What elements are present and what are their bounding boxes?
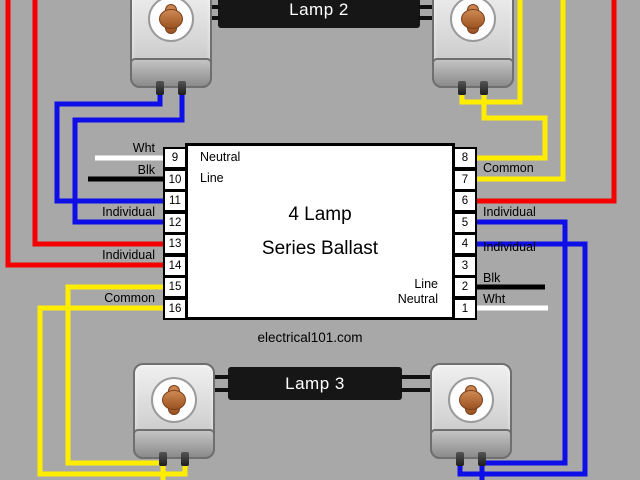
terminal-11: 11 xyxy=(163,190,187,212)
socket-contact-icon xyxy=(165,4,177,34)
website-caption: electrical101.com xyxy=(257,330,363,345)
ballast-title-line2: Series Ballast xyxy=(261,238,379,259)
ballast-label-neutral-bottom: Neutral xyxy=(397,292,438,306)
holder-pin-left xyxy=(156,81,164,95)
wire-label-individual-7: Individual xyxy=(483,240,536,254)
wire-blue-individual-right-2 xyxy=(457,241,588,477)
lamp3-pin-right-2 xyxy=(400,388,432,392)
lamp3-pin-right-1 xyxy=(400,375,432,379)
terminal-12: 12 xyxy=(163,211,187,234)
lamp2-pin-right-2 xyxy=(418,16,434,20)
lampholder-top-left xyxy=(130,0,212,95)
ballast-box: 4 Lamp Series Ballast Neutral Line Line … xyxy=(185,143,455,320)
lampholder-bottom-right xyxy=(430,363,512,466)
lamp3-label: Lamp 3 xyxy=(285,373,345,393)
holder-pin-left xyxy=(458,81,466,95)
lampholder-top-right xyxy=(432,0,514,95)
holder-base xyxy=(432,58,514,88)
ballast-label-neutral-top: Neutral xyxy=(200,150,241,164)
lamp2-pin-left-1 xyxy=(208,5,220,9)
terminal-4: 4 xyxy=(453,233,477,255)
wire-yellow-common-right-2 xyxy=(472,88,548,161)
lampholder-bottom-left xyxy=(133,363,215,466)
holder-pin-left xyxy=(456,452,464,466)
terminal-15: 15 xyxy=(163,276,187,298)
wire-label-wht-9: Wht xyxy=(483,292,506,306)
holder-base xyxy=(133,429,215,459)
lamp2-pin-left-2 xyxy=(208,16,220,20)
socket-contact-icon xyxy=(467,4,479,34)
socket-circle xyxy=(448,377,494,423)
wire-blue-individual-left-1 xyxy=(54,88,164,204)
wire-label-wht-0: Wht xyxy=(132,141,155,155)
lamp3-pin-left-1 xyxy=(213,375,230,379)
holder-pin-right xyxy=(181,452,189,466)
lamp2-pin-right-1 xyxy=(418,5,434,9)
socket-circle xyxy=(151,377,197,423)
lamp3-pin-left-2 xyxy=(213,388,230,392)
ballast-label-line-top: Line xyxy=(200,171,224,185)
socket-circle xyxy=(148,0,194,42)
terminal-8: 8 xyxy=(453,147,477,169)
wire-label-individual-6: Individual xyxy=(483,205,536,219)
holder-base xyxy=(430,429,512,459)
socket-contact-icon xyxy=(168,385,180,415)
wire-blue-individual-left-2 xyxy=(72,88,185,225)
holder-pin-left xyxy=(159,452,167,466)
holder-pin-right xyxy=(478,452,486,466)
terminal-2: 2 xyxy=(453,276,477,298)
wire-yellow-common-right-3 xyxy=(472,0,566,182)
terminal-7: 7 xyxy=(453,168,477,191)
terminal-3: 3 xyxy=(453,254,477,277)
holder-base xyxy=(130,58,212,88)
ballast-label-line-bottom: Line xyxy=(414,277,438,291)
wire-red-individual-right xyxy=(472,0,617,204)
holder-pin-right xyxy=(480,81,488,95)
holder-pin-right xyxy=(178,81,186,95)
wire-label-individual-3: Individual xyxy=(102,248,155,262)
terminal-14: 14 xyxy=(163,254,187,277)
wire-yellow-common-left-2 xyxy=(37,305,188,477)
ballast-title-line1: 4 Lamp xyxy=(288,204,352,225)
terminal-5: 5 xyxy=(453,211,477,234)
wire-yellow-common-right-1 xyxy=(459,0,523,105)
wire-label-individual-2: Individual xyxy=(102,205,155,219)
terminal-9: 9 xyxy=(163,147,187,169)
lamp3-tube: Lamp 3 xyxy=(228,367,402,400)
lamp2-tube: Lamp 2 xyxy=(218,0,420,28)
terminal-13: 13 xyxy=(163,233,187,255)
terminal-6: 6 xyxy=(453,190,477,212)
ballast-title: 4 Lamp Series Ballast xyxy=(188,198,452,266)
wire-red-individual-left-1 xyxy=(32,0,164,247)
wire-label-common-5: Common xyxy=(483,161,534,175)
terminal-16: 16 xyxy=(163,297,187,320)
wire-red-individual-left-2 xyxy=(5,0,164,268)
socket-circle xyxy=(450,0,496,42)
lamp2-label: Lamp 2 xyxy=(289,0,349,19)
wire-label-blk-8: Blk xyxy=(483,271,501,285)
terminal-1: 1 xyxy=(453,297,477,320)
wire-label-common-4: Common xyxy=(104,291,155,305)
socket-contact-icon xyxy=(465,385,477,415)
wire-label-blk-1: Blk xyxy=(137,163,155,177)
terminal-10: 10 xyxy=(163,168,187,191)
